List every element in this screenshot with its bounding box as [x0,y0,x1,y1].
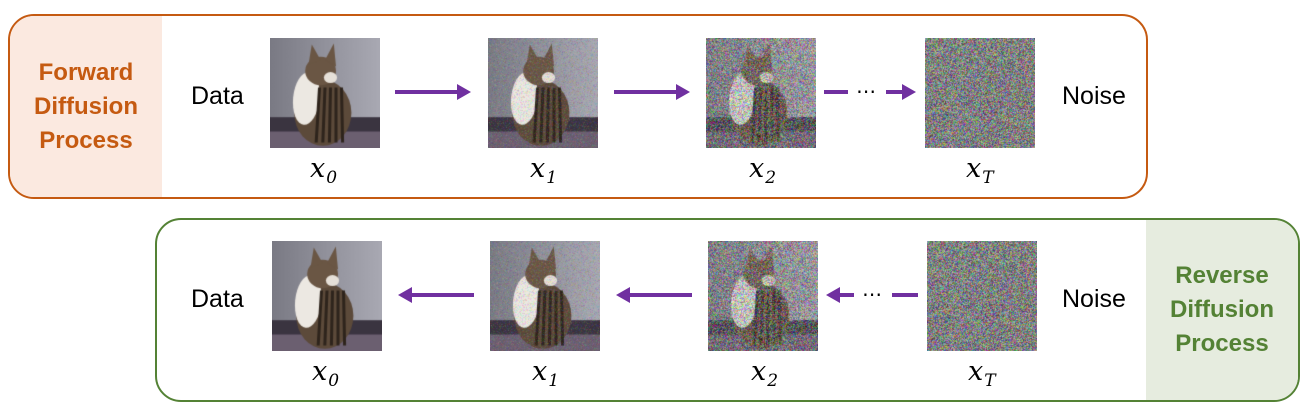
reverse-title-line-1: Reverse [1175,262,1269,289]
reverse-arrow-ellipsis: ⋯ [826,283,918,306]
forward-var-x2: x2 [749,153,776,188]
forward-image-xT [925,38,1035,148]
forward-title-line-2: Diffusion [34,92,138,120]
forward-var-x1: x1 [530,153,557,188]
forward-image-x2 [706,38,816,148]
forward-arrow-1 [395,84,471,100]
forward-var-x2-index: 2 [765,168,777,188]
reverse-arrow-1 [398,287,474,303]
forward-noise-label: Noise [1062,82,1126,110]
reverse-image-x1 [490,241,600,351]
reverse-var-xT-index: T [984,371,996,391]
forward-ellipsis: ⋯ [856,80,876,103]
reverse-arrow-2 [616,287,692,303]
forward-var-x1-symbol: x [530,153,546,184]
forward-process-panel: Forward Diffusion Process [8,14,1148,199]
reverse-var-xT: xT [968,356,996,391]
forward-var-x0: x0 [310,153,337,188]
reverse-title-line-3: Process [1175,330,1269,357]
reverse-var-xT-symbol: x [968,356,984,387]
reverse-var-x0-symbol: x [312,356,328,387]
reverse-image-x0 [272,241,382,351]
forward-var-x0-symbol: x [310,153,326,184]
reverse-var-x1: x1 [532,356,559,391]
reverse-data-label: Data [191,285,244,313]
reverse-image-xT [927,241,1037,351]
forward-image-x1 [488,38,598,148]
forward-var-x2-symbol: x [749,153,765,184]
reverse-image-x2 [708,241,818,351]
forward-arrow-2 [614,84,690,100]
reverse-var-x2: x2 [751,356,778,391]
reverse-title-line-2: Diffusion [1170,296,1274,323]
forward-var-xT: xT [966,153,994,188]
reverse-var-x2-symbol: x [751,356,767,387]
forward-title-line-1: Forward [38,58,134,86]
reverse-var-x0: x0 [312,356,339,391]
reverse-process-panel: Reverse Diffusion Process [155,218,1300,402]
reverse-ellipsis: ⋯ [862,283,882,306]
reverse-process-title: Reverse Diffusion Process [1146,220,1298,400]
forward-process-title: Forward Diffusion Process [10,16,162,197]
forward-var-xT-index: T [982,168,994,188]
reverse-var-x1-index: 1 [548,371,560,391]
forward-data-label: Data [191,82,244,110]
forward-arrow-ellipsis: ⋯ [824,80,916,103]
forward-var-x0-index: 0 [326,168,338,188]
forward-image-x0 [270,38,380,148]
forward-var-x1-index: 1 [546,168,558,188]
reverse-var-x1-symbol: x [532,356,548,387]
forward-var-xT-symbol: x [966,153,982,184]
reverse-var-x2-index: 2 [767,371,779,391]
forward-title-line-3: Process [39,126,133,154]
reverse-noise-label: Noise [1062,285,1126,313]
reverse-var-x0-index: 0 [328,371,340,391]
